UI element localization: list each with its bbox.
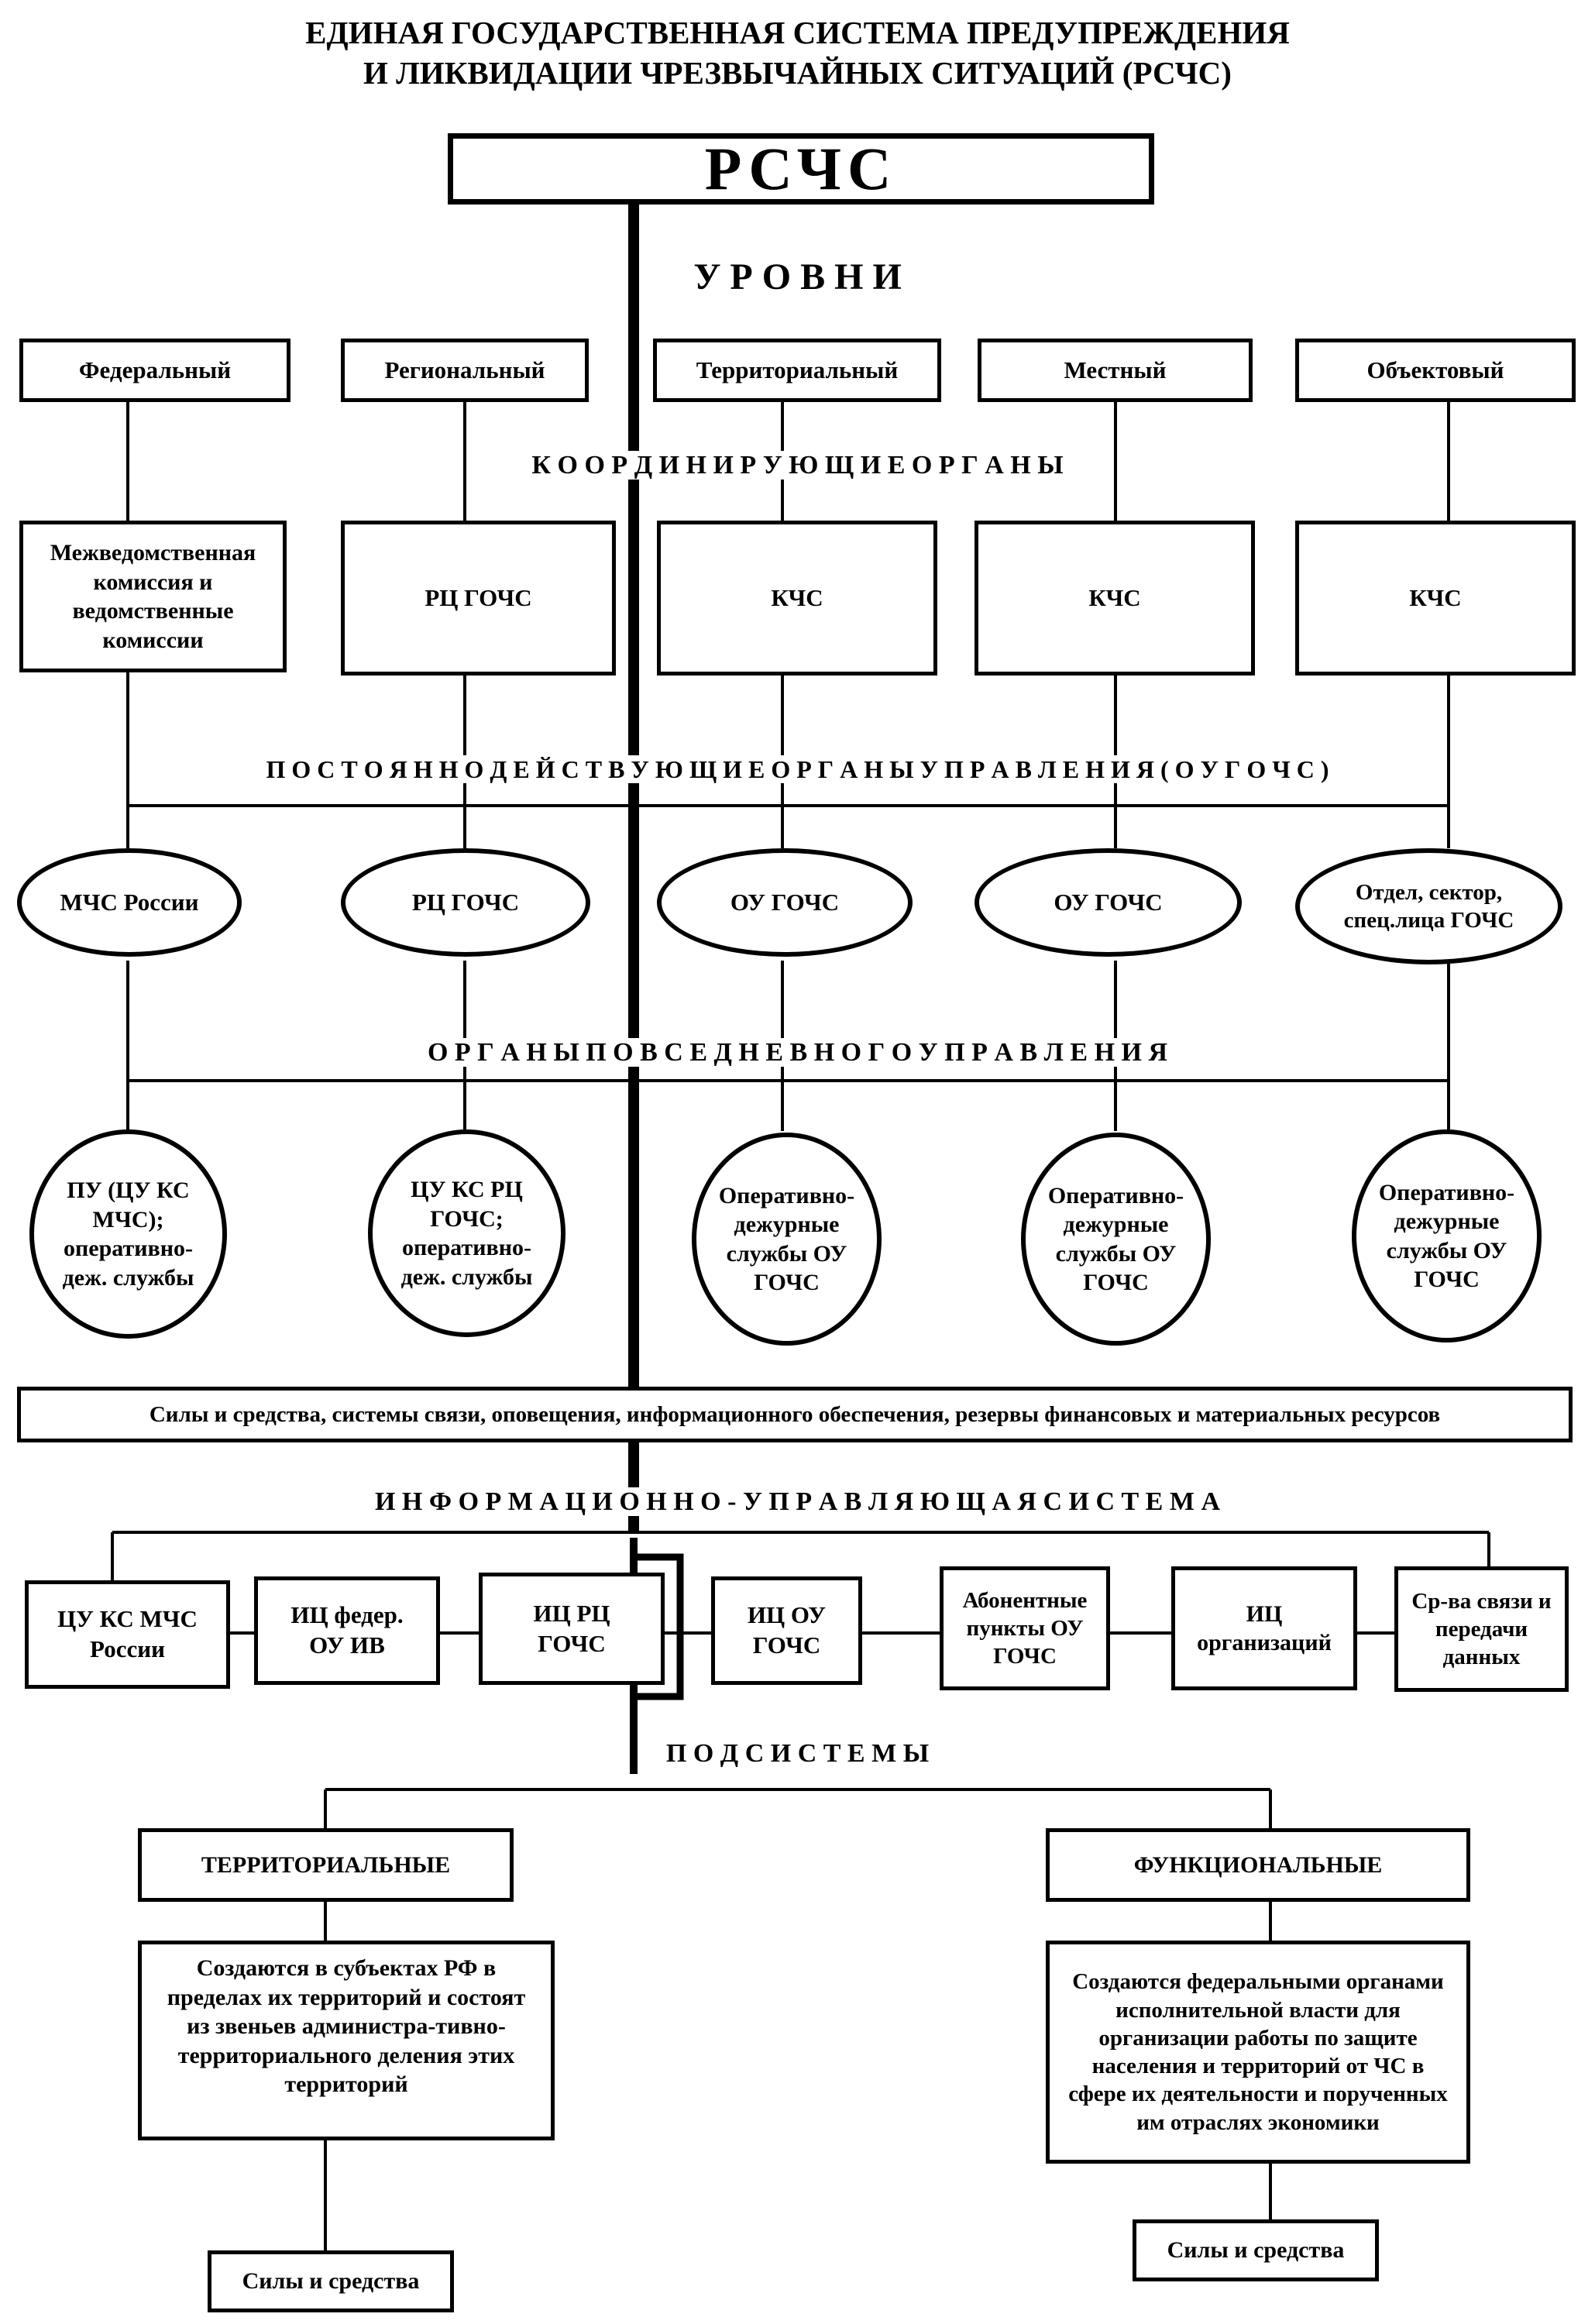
diagram-title-line1: ЕДИНАЯ ГОСУДАРСТВЕННАЯ СИСТЕМА ПРЕДУПРЕЖ… bbox=[305, 15, 1290, 50]
daily-object: Оперативно-дежурные службы ОУ ГОЧС bbox=[1352, 1129, 1542, 1342]
info-node-ic-rc: ИЦ РЦ ГОЧС bbox=[479, 1573, 665, 1685]
permanent-territorial: ОУ ГОЧС bbox=[657, 848, 913, 957]
info-node-ic-org: ИЦ организаций bbox=[1171, 1566, 1357, 1690]
info-node-cu-ks: ЦУ КС МЧС России bbox=[25, 1580, 230, 1689]
subsystem-territorial-title: ТЕРРИТОРИАЛЬНЫЕ bbox=[138, 1828, 514, 1902]
level-federal: Федеральный bbox=[19, 339, 290, 402]
level-territorial: Территориальный bbox=[653, 339, 941, 402]
permanent-object: Отдел, сектор, спец.лица ГОЧС bbox=[1295, 848, 1562, 964]
daily-federal: ПУ (ЦУ КС МЧС); оперативно-деж. службы bbox=[29, 1129, 227, 1339]
section-info-system: И Н Ф О Р М А Ц И О Н Н О - У П Р А В Л … bbox=[0, 1487, 1595, 1517]
root-label: РСЧС bbox=[704, 135, 898, 202]
subsystem-functional-forces: Силы и средства bbox=[1133, 2219, 1379, 2281]
subsystem-territorial-description: Создаются в субъектах РФ в пределах их т… bbox=[138, 1941, 555, 2140]
subsystem-functional-description: Создаются федеральными органами исполнит… bbox=[1046, 1941, 1470, 2164]
permanent-federal: МЧС России bbox=[17, 848, 242, 957]
info-node-ic-feder: ИЦ федер. ОУ ИВ bbox=[254, 1576, 440, 1685]
subsystem-territorial-forces: Силы и средства bbox=[208, 2250, 454, 2312]
permanent-local: ОУ ГОЧС bbox=[975, 848, 1242, 957]
coord-object: КЧС bbox=[1295, 521, 1576, 676]
subsystem-functional-title: ФУНКЦИОНАЛЬНЫЕ bbox=[1046, 1828, 1470, 1902]
level-local: Местный bbox=[978, 339, 1253, 402]
info-node-comm: Ср-ва связи и передачи данных bbox=[1394, 1566, 1569, 1692]
section-daily: О Р Г А Н Ы П О В С Е Д Н Е В Н О Г О У … bbox=[0, 1038, 1595, 1067]
diagram-title-line2: И ЛИКВИДАЦИИ ЧРЕЗВЫЧАЙНЫХ СИТУАЦИЙ (РСЧС… bbox=[363, 55, 1232, 91]
daily-territorial: Оперативно-дежурные службы ОУ ГОЧС bbox=[692, 1133, 882, 1346]
info-node-subscriber: Абонентные пункты ОУ ГОЧС bbox=[940, 1566, 1110, 1690]
coord-regional: РЦ ГОЧС bbox=[341, 521, 616, 676]
coord-federal: Межведомственная комиссия и ведомственны… bbox=[19, 521, 287, 672]
permanent-regional: РЦ ГОЧС bbox=[341, 848, 590, 957]
forces-bar: Силы и средства, системы связи, оповещен… bbox=[17, 1387, 1573, 1442]
section-permanent: П О С Т О Я Н Н О Д Е Й С Т В У Ю Щ И Е … bbox=[0, 755, 1595, 784]
section-coordinating: К О О Р Д И Н И Р У Ю Щ И Е О Р Г А Н Ы bbox=[0, 451, 1595, 480]
root-box: РСЧС bbox=[448, 133, 1154, 205]
daily-local: Оперативно-дежурные службы ОУ ГОЧС bbox=[1021, 1133, 1211, 1346]
level-object: Объектовый bbox=[1295, 339, 1576, 402]
section-subsystems: П О Д С И С Т Е М Ы bbox=[0, 1739, 1595, 1769]
section-levels: У Р О В Н И bbox=[0, 256, 1595, 298]
coord-local: КЧС bbox=[975, 521, 1255, 676]
daily-regional: ЦУ КС РЦ ГОЧС; оперативно-деж. службы bbox=[368, 1129, 565, 1337]
info-node-ic-ou: ИЦ ОУ ГОЧС bbox=[711, 1576, 862, 1685]
level-regional: Региональный bbox=[341, 339, 589, 402]
coord-territorial: КЧС bbox=[657, 521, 937, 676]
